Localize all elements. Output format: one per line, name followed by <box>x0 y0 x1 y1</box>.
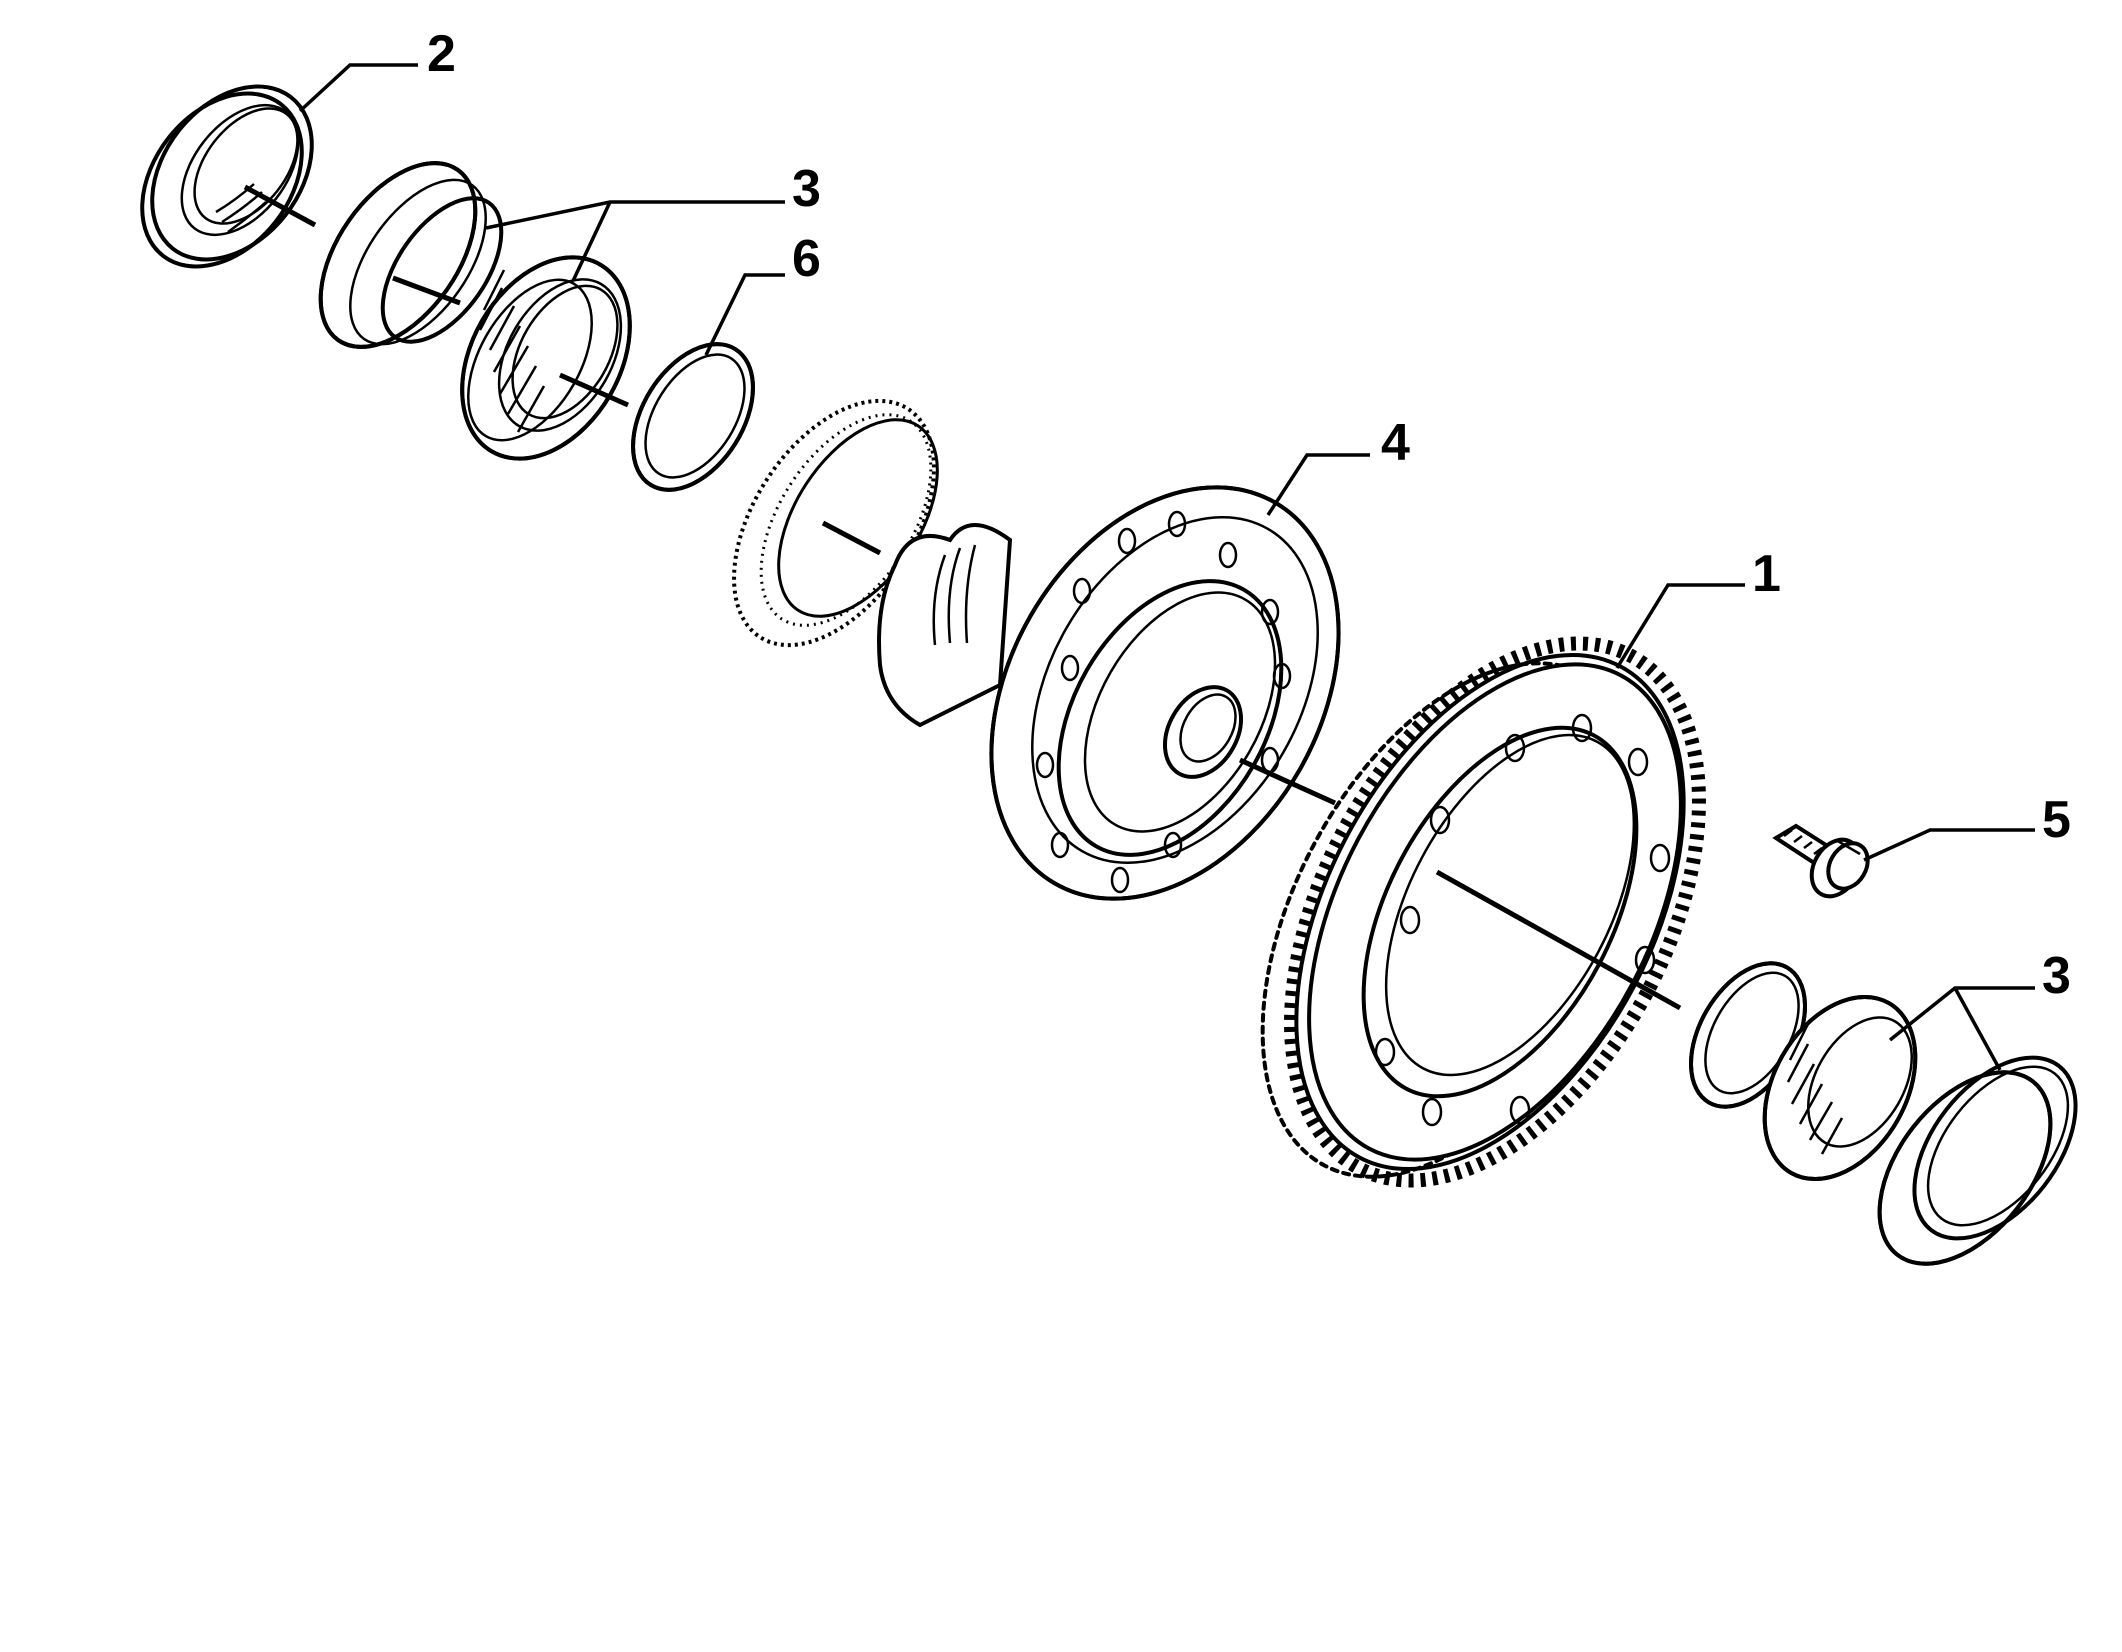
leader-4 <box>1266 453 1370 516</box>
part-2-seal <box>140 84 317 269</box>
part-3-bearing-cone-bottom <box>1762 994 1918 1182</box>
callout-4: 4 <box>1381 414 1410 472</box>
callout-3-bottom: 3 <box>2042 947 2071 1005</box>
leader-1 <box>1615 583 1745 669</box>
part-6-shim <box>631 342 755 492</box>
leader-6 <box>704 273 785 356</box>
leader-2 <box>298 63 418 113</box>
callout-1: 1 <box>1752 545 1781 603</box>
callout-5: 5 <box>2042 791 2071 849</box>
part-3-bearing-cup-bottom <box>1877 1055 2078 1266</box>
leader-3-bottom-b <box>1953 987 2002 1071</box>
leader-5 <box>1863 828 2035 862</box>
leader-3-top-b <box>571 201 612 282</box>
part-1-ring-gear <box>1260 636 1706 1188</box>
flange-bolt-holes <box>1035 510 1292 894</box>
gear-bolt-holes <box>1374 713 1671 1127</box>
part-3-bearing-cup-top <box>318 161 504 349</box>
part-5-bolt <box>1772 823 1870 899</box>
callout-6: 6 <box>792 230 821 288</box>
part-3-bearing-cone-top <box>460 255 632 461</box>
callout-3-top: 3 <box>792 160 821 218</box>
leader-lines <box>298 63 2035 1071</box>
leader-3-top <box>485 200 785 230</box>
callout-2: 2 <box>427 25 456 83</box>
callout-labels: 2 3 6 4 1 5 3 <box>427 25 2071 1005</box>
